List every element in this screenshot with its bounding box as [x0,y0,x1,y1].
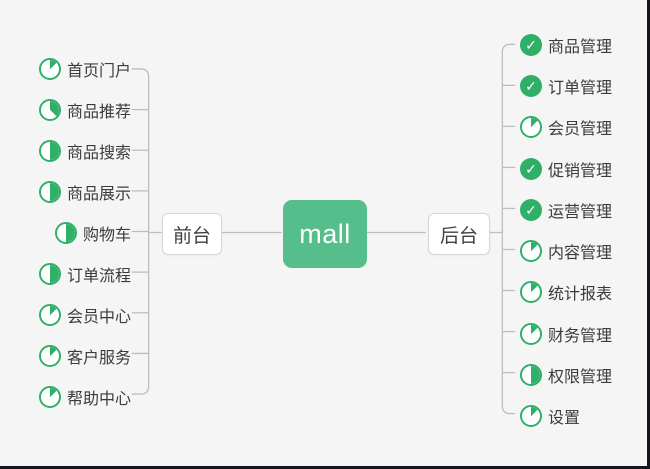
subtopic-label: 运营管理 [548,203,613,221]
root-topic-label: mall [299,218,351,249]
backend-subtopics: ✓ 商品管理 ✓ 订单管理会员管理 ✓ 促销管理 ✓ 运营管理内容管理统计报表财务管理权限管理… [520,24,612,437]
progress-pie-icon [38,385,61,408]
subtopic-label: 商品展示 [66,186,131,204]
progress-pie-icon [38,344,61,367]
root-topic-mall[interactable]: mall [283,200,367,268]
subtopic-label: 内容管理 [548,245,613,263]
subtopic-label: 商品推荐 [66,104,131,122]
subtopic-label: 设置 [548,410,581,428]
subtopic[interactable]: 会员管理 [520,107,612,148]
progress-pie-icon [38,99,61,122]
subtopic[interactable]: 订单流程 [38,253,131,294]
subtopic-label: 统计报表 [548,286,613,304]
subtopic[interactable]: 帮助中心 [38,376,131,417]
subtopic[interactable]: ✓ 运营管理 [520,189,612,230]
progress-pie-icon [38,303,61,326]
subtopic[interactable]: 内容管理 [520,230,612,271]
subtopic-label: 首页门户 [66,63,131,81]
subtopic[interactable]: 商品展示 [38,172,131,213]
subtopic-label: 财务管理 [548,327,613,345]
subtopic-label: 促销管理 [548,162,613,180]
subtopic[interactable]: 权限管理 [520,354,612,395]
subtopic[interactable]: 会员中心 [38,294,131,335]
progress-pie-icon [520,240,542,263]
subtopic[interactable]: 设置 [520,396,580,437]
subtopic-label: 会员管理 [548,121,613,139]
subtopic[interactable]: ✓ 促销管理 [520,148,612,189]
progress-pie-icon [520,116,542,139]
subtopic-label: 帮助中心 [66,390,131,408]
subtopic-label: 订单流程 [66,267,131,285]
subtopic[interactable]: 统计报表 [520,272,612,313]
task-done-icon: ✓ [520,198,542,221]
progress-pie-icon [520,364,542,387]
branch-topic-frontend[interactable]: 前台 [162,213,222,255]
subtopic[interactable]: 客户服务 [38,335,131,376]
subtopic[interactable]: ✓ 商品管理 [520,24,612,65]
progress-pie-icon [38,140,61,163]
task-done-icon: ✓ [520,157,542,180]
progress-pie-icon [38,181,61,204]
subtopic[interactable]: 商品搜索 [38,131,131,172]
subtopic-label: 购物车 [82,227,131,244]
task-done-icon: ✓ [520,74,542,97]
progress-pie-icon [54,222,77,244]
subtopic-label: 客户服务 [66,349,131,367]
task-done-icon: ✓ [520,33,542,56]
subtopic-label: 会员中心 [66,308,131,326]
frontend-subtopics: 首页门户商品推荐商品搜索商品展示购物车订单流程会员中心客户服务帮助中心 [38,49,131,417]
subtopic[interactable]: 购物车 [54,213,131,254]
subtopic-label: 权限管理 [548,369,613,387]
subtopic[interactable]: ✓ 订单管理 [520,65,612,106]
progress-pie-icon [520,405,542,428]
subtopic[interactable]: 财务管理 [520,313,612,354]
subtopic-label: 商品管理 [548,38,613,56]
branch-topic-backend[interactable]: 后台 [428,213,490,255]
subtopic-label: 订单管理 [548,79,613,97]
subtopic[interactable]: 商品推荐 [38,90,131,131]
subtopic[interactable]: 首页门户 [38,49,131,90]
branch-topic-backend-label: 后台 [439,225,478,247]
branch-topic-frontend-label: 前台 [172,225,211,247]
progress-pie-icon [520,322,542,345]
subtopic-label: 商品搜索 [66,145,131,163]
progress-pie-icon [520,281,542,304]
progress-pie-icon [38,262,61,285]
progress-pie-icon [38,58,61,81]
